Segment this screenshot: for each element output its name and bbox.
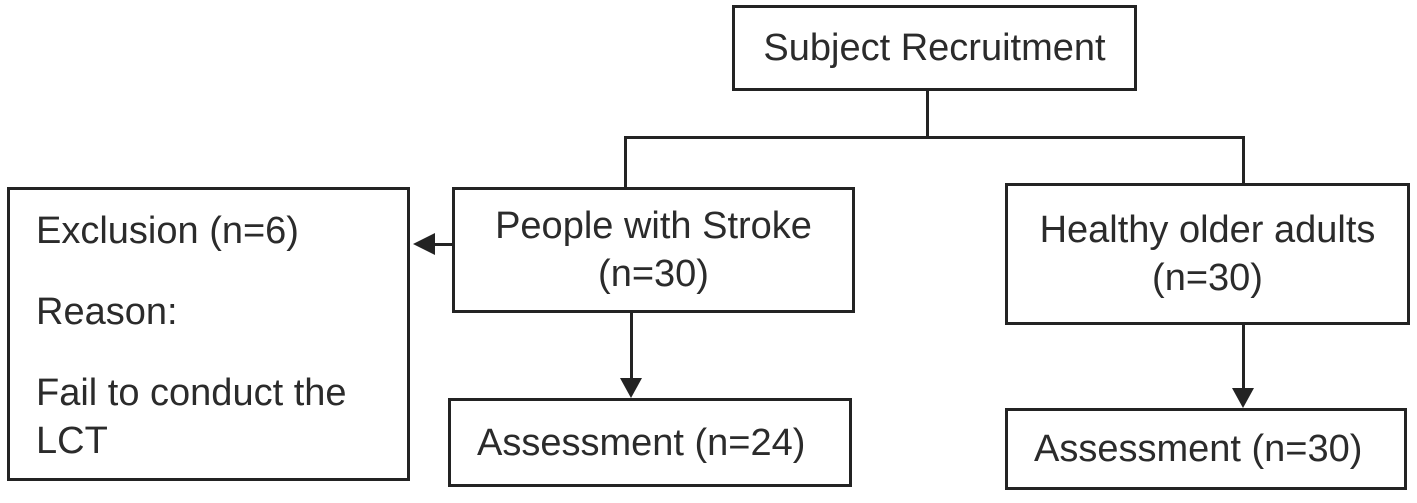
stroke-assessment-arrowhead-icon bbox=[620, 378, 642, 398]
people-with-stroke-label: People with Stroke bbox=[495, 205, 812, 247]
exclusion-reason-text: Fail to conduct the LCT bbox=[36, 372, 347, 462]
healthy-older-adults-count: (n=30) bbox=[1152, 257, 1263, 299]
connector-left-drop bbox=[624, 136, 627, 190]
healthy-assessment-arrow-line bbox=[1242, 325, 1245, 390]
assessment-healthy-label: Assessment (n=30) bbox=[1034, 428, 1363, 470]
exclusion-node: Exclusion (n=6) Reason: Fail to conduct … bbox=[7, 187, 410, 481]
healthy-assessment-arrowhead-icon bbox=[1232, 388, 1254, 408]
exclusion-arrow-line bbox=[430, 243, 454, 246]
healthy-older-adults-label: Healthy older adults bbox=[1039, 209, 1376, 251]
subject-recruitment-node: Subject Recruitment bbox=[732, 5, 1137, 91]
connector-top-stub bbox=[926, 91, 929, 138]
people-with-stroke-count: (n=30) bbox=[598, 253, 709, 295]
exclusion-reason-heading: Reason: bbox=[36, 291, 178, 333]
people-with-stroke-node: People with Stroke (n=30) bbox=[452, 187, 855, 313]
assessment-stroke-label: Assessment (n=24) bbox=[477, 421, 806, 464]
assessment-healthy-node: Assessment (n=30) bbox=[1005, 408, 1407, 490]
healthy-older-adults-node: Healthy older adults (n=30) bbox=[1005, 183, 1410, 325]
stroke-assessment-arrow-line bbox=[630, 313, 633, 380]
exclusion-count: Exclusion (n=6) bbox=[36, 210, 299, 252]
exclusion-arrowhead-icon bbox=[413, 233, 435, 255]
assessment-stroke-node: Assessment (n=24) bbox=[448, 398, 852, 487]
connector-right-drop bbox=[1242, 136, 1245, 186]
subject-recruitment-label: Subject Recruitment bbox=[763, 27, 1106, 69]
connector-horizontal-rail bbox=[624, 136, 1245, 139]
